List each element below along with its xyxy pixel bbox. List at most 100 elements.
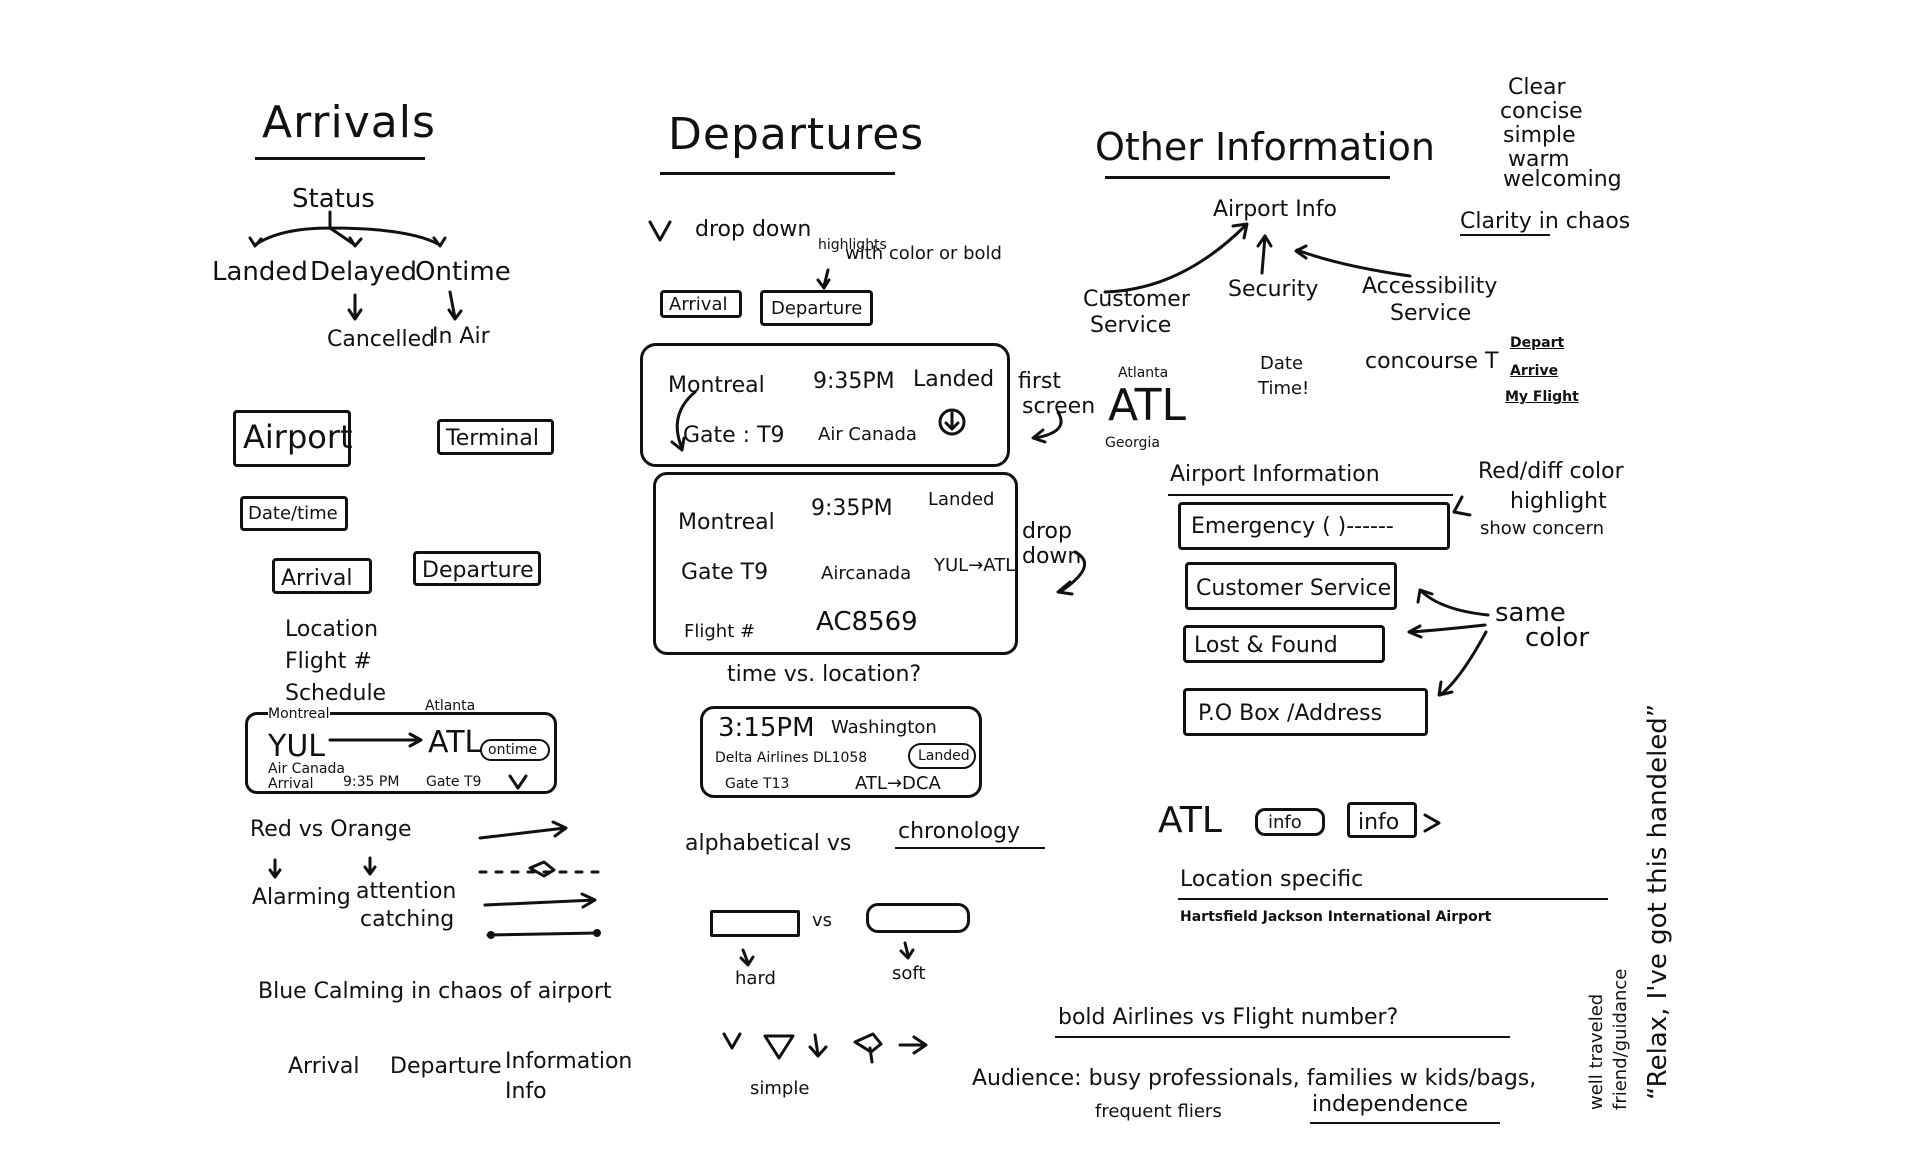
clarity-underline	[1460, 234, 1550, 236]
po-box-button[interactable]: P.O Box /Address	[1183, 688, 1428, 736]
info-chip-2-label: info	[1358, 810, 1400, 835]
airport-info-root: Airport Info	[1213, 197, 1337, 222]
customer-service-button[interactable]: Customer Service	[1185, 562, 1397, 610]
datetime-box[interactable]: Date/time	[240, 496, 348, 531]
departure-card-alt[interactable]: 3:15PM Washington Delta Airlines DL1058 …	[700, 706, 982, 798]
accessibility-2: Service	[1390, 301, 1472, 326]
card-ontime-label: ontime	[488, 742, 538, 758]
dep2-airline: Aircanada	[821, 563, 912, 584]
alarming-label: Alarming	[252, 885, 351, 910]
nav-information: Information	[505, 1049, 633, 1074]
soft-corner-sample	[866, 903, 970, 933]
dep3-airline: Delta Airlines	[715, 750, 809, 766]
status-landed: Landed	[212, 257, 308, 287]
drop-note-1: drop	[1022, 519, 1072, 544]
catching-label: catching	[360, 907, 455, 932]
attention-label: attention	[356, 879, 457, 904]
other-info-underline	[1105, 176, 1390, 179]
dep2-gate: Gate T9	[681, 560, 769, 585]
status-delayed: Delayed	[310, 257, 418, 287]
emergency-button[interactable]: Emergency ( )------	[1178, 502, 1450, 550]
arrivals-heading: Arrivals	[262, 97, 436, 148]
red-diff-note-1: Red/diff color	[1478, 459, 1624, 484]
independence-note: independence	[1312, 1092, 1469, 1117]
dep2-city: Montreal	[678, 510, 775, 535]
dep2-route: YUL→ATL	[934, 555, 1016, 576]
terminal-box[interactable]: Terminal	[437, 419, 554, 455]
lost-found-button[interactable]: Lost & Found	[1183, 625, 1385, 663]
relax-quote: “Relax, I've got this handeled”	[1643, 703, 1673, 1100]
dep3-status-badge: Landed	[908, 743, 976, 769]
arrival-flight-card[interactable]: Montreal Atlanta YUL ATL ontime Air Cana…	[245, 699, 557, 794]
status-cancelled: Cancelled	[327, 327, 436, 352]
alphabetical-note: alphabetical vs	[685, 831, 852, 856]
hartsfield-label: Hartsfield Jackson International Airport	[1180, 909, 1492, 925]
airport-box-label: Airport	[243, 418, 353, 456]
location-specific-note: Location specific	[1180, 867, 1364, 892]
airport-information-underline	[1168, 494, 1453, 496]
accessibility-1: Accessibility	[1362, 274, 1498, 299]
dep2-flight: AC8569	[816, 607, 918, 637]
highlight-note-2: with color or bold	[845, 243, 1002, 264]
depart-link[interactable]: Depart	[1510, 335, 1565, 351]
concourse-label: concourse T	[1365, 349, 1499, 374]
info-chip-1[interactable]: info	[1255, 808, 1325, 836]
departure-card-expanded[interactable]: Montreal 9:35PM Landed Gate T9 Aircanada…	[653, 472, 1018, 655]
independence-underline	[1310, 1122, 1500, 1124]
departure-card-compact[interactable]: Montreal 9:35PM Landed Gate : T9 Air Can…	[640, 343, 1010, 467]
dep2-time: 9:35PM	[811, 496, 893, 521]
card-airline: Air Canada	[268, 761, 345, 777]
flight-number-label: Flight #	[285, 649, 372, 674]
highlight-note-1: highlights	[818, 237, 887, 253]
dep1-time: 9:35PM	[813, 369, 895, 394]
arrival-tab[interactable]: Arrival	[660, 290, 742, 318]
departures-heading: Departures	[668, 109, 925, 160]
info-chip-1-label: info	[1268, 812, 1302, 833]
red-diff-note-2: highlight	[1510, 489, 1607, 514]
first-screen-note-2: screen	[1022, 394, 1096, 419]
departure-box[interactable]: Departure	[413, 551, 541, 586]
dep3-flight: DL1058	[813, 750, 868, 766]
departure-tab-label: Departure	[771, 298, 863, 319]
card-arrival-label: Arrival	[268, 776, 314, 792]
status-inair: In Air	[432, 324, 490, 349]
well-traveled-note: well traveled	[1586, 993, 1607, 1110]
arrival-box[interactable]: Arrival	[272, 558, 372, 594]
arrive-link[interactable]: Arrive	[1510, 363, 1559, 379]
simple-label: simple	[750, 1078, 810, 1099]
schedule-label: Schedule	[285, 681, 387, 706]
value-welcoming: welcoming	[1503, 167, 1622, 192]
dep3-status: Landed	[918, 748, 970, 764]
departure-tab[interactable]: Departure	[760, 290, 873, 326]
card-to-code: ATL	[428, 725, 482, 760]
location-specific-underline	[1178, 898, 1608, 900]
location-label: Location	[285, 617, 379, 642]
nav-departure: Departure	[390, 1054, 502, 1079]
friend-guidance-note: friend/guidance	[1610, 968, 1631, 1110]
bold-airlines-underline	[1055, 1036, 1510, 1038]
info-chip-2[interactable]: info	[1347, 802, 1417, 838]
drop-note-2: down	[1022, 544, 1082, 569]
departure-box-label: Departure	[422, 558, 534, 583]
other-info-heading: Other Information	[1095, 125, 1435, 169]
po-box-label: P.O Box /Address	[1198, 701, 1383, 726]
airport-box[interactable]: Airport	[233, 410, 353, 467]
customer-service-1: Customer	[1083, 287, 1190, 312]
bold-airlines-note: bold Airlines vs Flight number?	[1058, 1005, 1399, 1030]
blue-calming-note: Blue Calming in chaos of airport	[258, 979, 612, 1004]
date-label: Date	[1260, 353, 1304, 374]
status-ontime: Ontime	[415, 257, 511, 287]
first-screen-note-1: first	[1018, 369, 1061, 394]
chronology-note: chronology	[898, 819, 1021, 844]
red-vs-orange: Red vs Orange	[250, 817, 412, 842]
arrival-box-label: Arrival	[281, 566, 353, 591]
my-flight-link[interactable]: My Flight	[1505, 389, 1579, 405]
dep3-city: Washington	[831, 717, 937, 738]
card-from-city: Montreal	[268, 706, 330, 722]
value-warm: warm	[1508, 147, 1570, 172]
dep1-city: Montreal	[668, 373, 765, 398]
security-node: Security	[1228, 277, 1319, 302]
clarity-in-chaos: Clarity in chaos	[1460, 209, 1631, 234]
airport-information-heading: Airport Information	[1170, 462, 1380, 487]
